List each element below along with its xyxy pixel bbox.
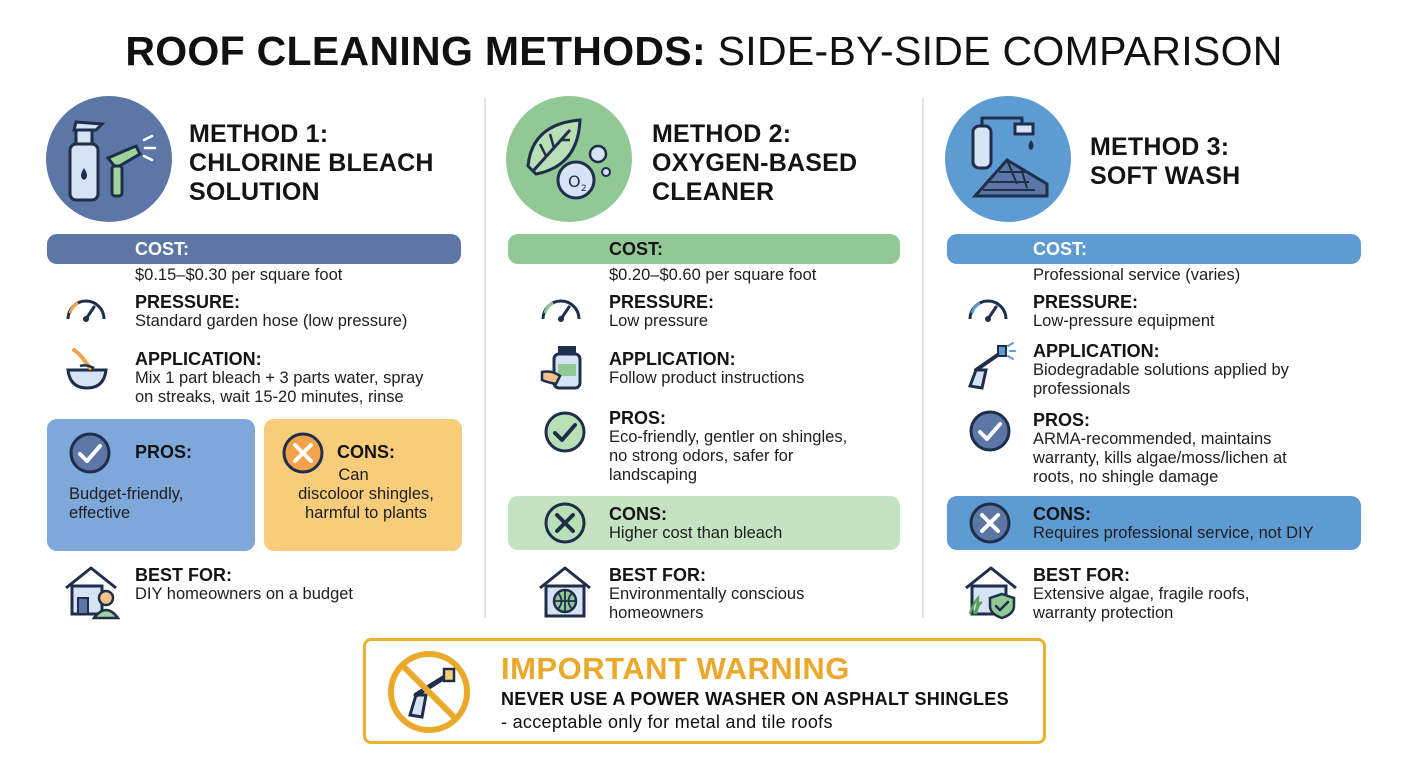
application-label: APPLICATION:	[609, 349, 736, 369]
cost-bar	[508, 234, 900, 264]
svg-text:2: 2	[581, 184, 587, 194]
column-divider	[484, 98, 486, 618]
no-power-washer-icon	[388, 651, 470, 733]
svg-text:O: O	[568, 172, 581, 191]
cost-label: COST:	[135, 239, 189, 259]
pros-label: PROS:	[135, 442, 193, 462]
pressure-value: Standard garden hose (low pressure)	[135, 312, 408, 330]
gauge-icon	[968, 299, 1008, 322]
page-title: ROOF CLEANING METHODS: SIDE-BY-SIDE COMP…	[0, 28, 1408, 75]
method-1-title: METHOD 1: CHLORINE BLEACH SOLUTION	[189, 120, 434, 206]
method-3-title: METHOD 3: SOFT WASH	[1090, 133, 1241, 190]
x-circle-icon	[544, 502, 586, 544]
spray-bottle-and-hose-icon	[46, 96, 172, 222]
method-2-title: METHOD 2: OXYGEN-BASED CLEANER	[652, 120, 858, 206]
pressure-label: PRESSURE:	[135, 292, 241, 312]
cons-label: CONS:	[1033, 504, 1091, 524]
gauge-icon	[66, 299, 106, 322]
product-jar-icon	[540, 346, 582, 390]
cost-label: COST:	[609, 239, 663, 259]
check-circle-icon	[969, 410, 1011, 452]
check-circle-icon	[69, 432, 111, 474]
cons-box	[947, 496, 1361, 550]
warning-note: - acceptable only for metal and tile roo…	[501, 712, 833, 732]
cons-text: Higher cost than bleach	[609, 524, 783, 542]
column-divider	[922, 98, 924, 618]
house-person-icon	[65, 566, 120, 620]
pressure-label: PRESSURE:	[1033, 292, 1139, 312]
application-label: APPLICATION:	[135, 349, 262, 369]
cons-label: CONS:	[609, 504, 667, 524]
check-circle-icon	[544, 411, 586, 453]
mixing-bowl-icon	[66, 348, 108, 390]
pros-label: PROS:	[609, 408, 667, 428]
title-light: SIDE-BY-SIDE COMPARISON	[717, 28, 1283, 74]
cost-value: $0.15–$0.30 per square foot	[135, 266, 343, 284]
best-for-text: DIY homeowners on a budget	[135, 585, 354, 603]
title-bold: ROOF CLEANING METHODS:	[125, 28, 706, 74]
house-shield-icon	[965, 566, 1017, 620]
cons-label: CONS:	[337, 442, 395, 462]
x-circle-icon	[969, 502, 1011, 544]
pressure-value: Low pressure	[609, 312, 709, 330]
warning-box: IMPORTANT WARNING NEVER USE A POWER WASH…	[363, 638, 1046, 744]
best-for-text: Extensive algae, fragile roofs, warranty…	[1033, 585, 1250, 622]
pros-label: PROS:	[1033, 410, 1091, 430]
best-for-label: BEST FOR:	[1033, 565, 1130, 585]
pros-text: Eco-friendly, gentler on shingles, no st…	[609, 428, 848, 484]
cost-value: $0.20–$0.60 per square foot	[609, 266, 817, 284]
pros-text: Budget-friendly, effective	[69, 485, 184, 522]
pressure-value: Low-pressure equipment	[1033, 312, 1215, 330]
application-text: Mix 1 part bleach + 3 parts water, spray…	[135, 369, 424, 406]
pros-text: ARMA-recommended, maintains warranty, ki…	[1033, 430, 1287, 486]
application-text: Follow product instructions	[609, 369, 805, 387]
gauge-icon	[541, 299, 581, 322]
x-circle-icon	[282, 432, 324, 474]
cost-value: Professional service (varies)	[1033, 266, 1241, 284]
best-for-label: BEST FOR:	[609, 565, 706, 585]
cons-text: Requires professional service, not DIY	[1033, 524, 1314, 542]
application-text: Biodegradable solutions applied by profe…	[1033, 361, 1289, 398]
house-globe-icon	[539, 566, 591, 618]
cost-bar	[47, 234, 461, 264]
application-label: APPLICATION:	[1033, 341, 1160, 361]
warning-headline: NEVER USE A POWER WASHER ON ASPHALT SHIN…	[501, 689, 1009, 709]
spray-wand-icon	[967, 342, 1016, 390]
cons-text: Can discoloor shingles, harmful to plant…	[298, 466, 434, 522]
best-for-text: Environmentally conscious homeowners	[609, 585, 805, 622]
pressure-label: PRESSURE:	[609, 292, 715, 312]
warning-title: IMPORTANT WARNING	[501, 651, 850, 686]
leaf-oxygen-icon: O 2	[506, 96, 632, 222]
best-for-label: BEST FOR:	[135, 565, 232, 585]
soft-wash-equipment-icon	[945, 96, 1071, 222]
cost-label: COST:	[1033, 239, 1087, 259]
cost-bar	[947, 234, 1361, 264]
